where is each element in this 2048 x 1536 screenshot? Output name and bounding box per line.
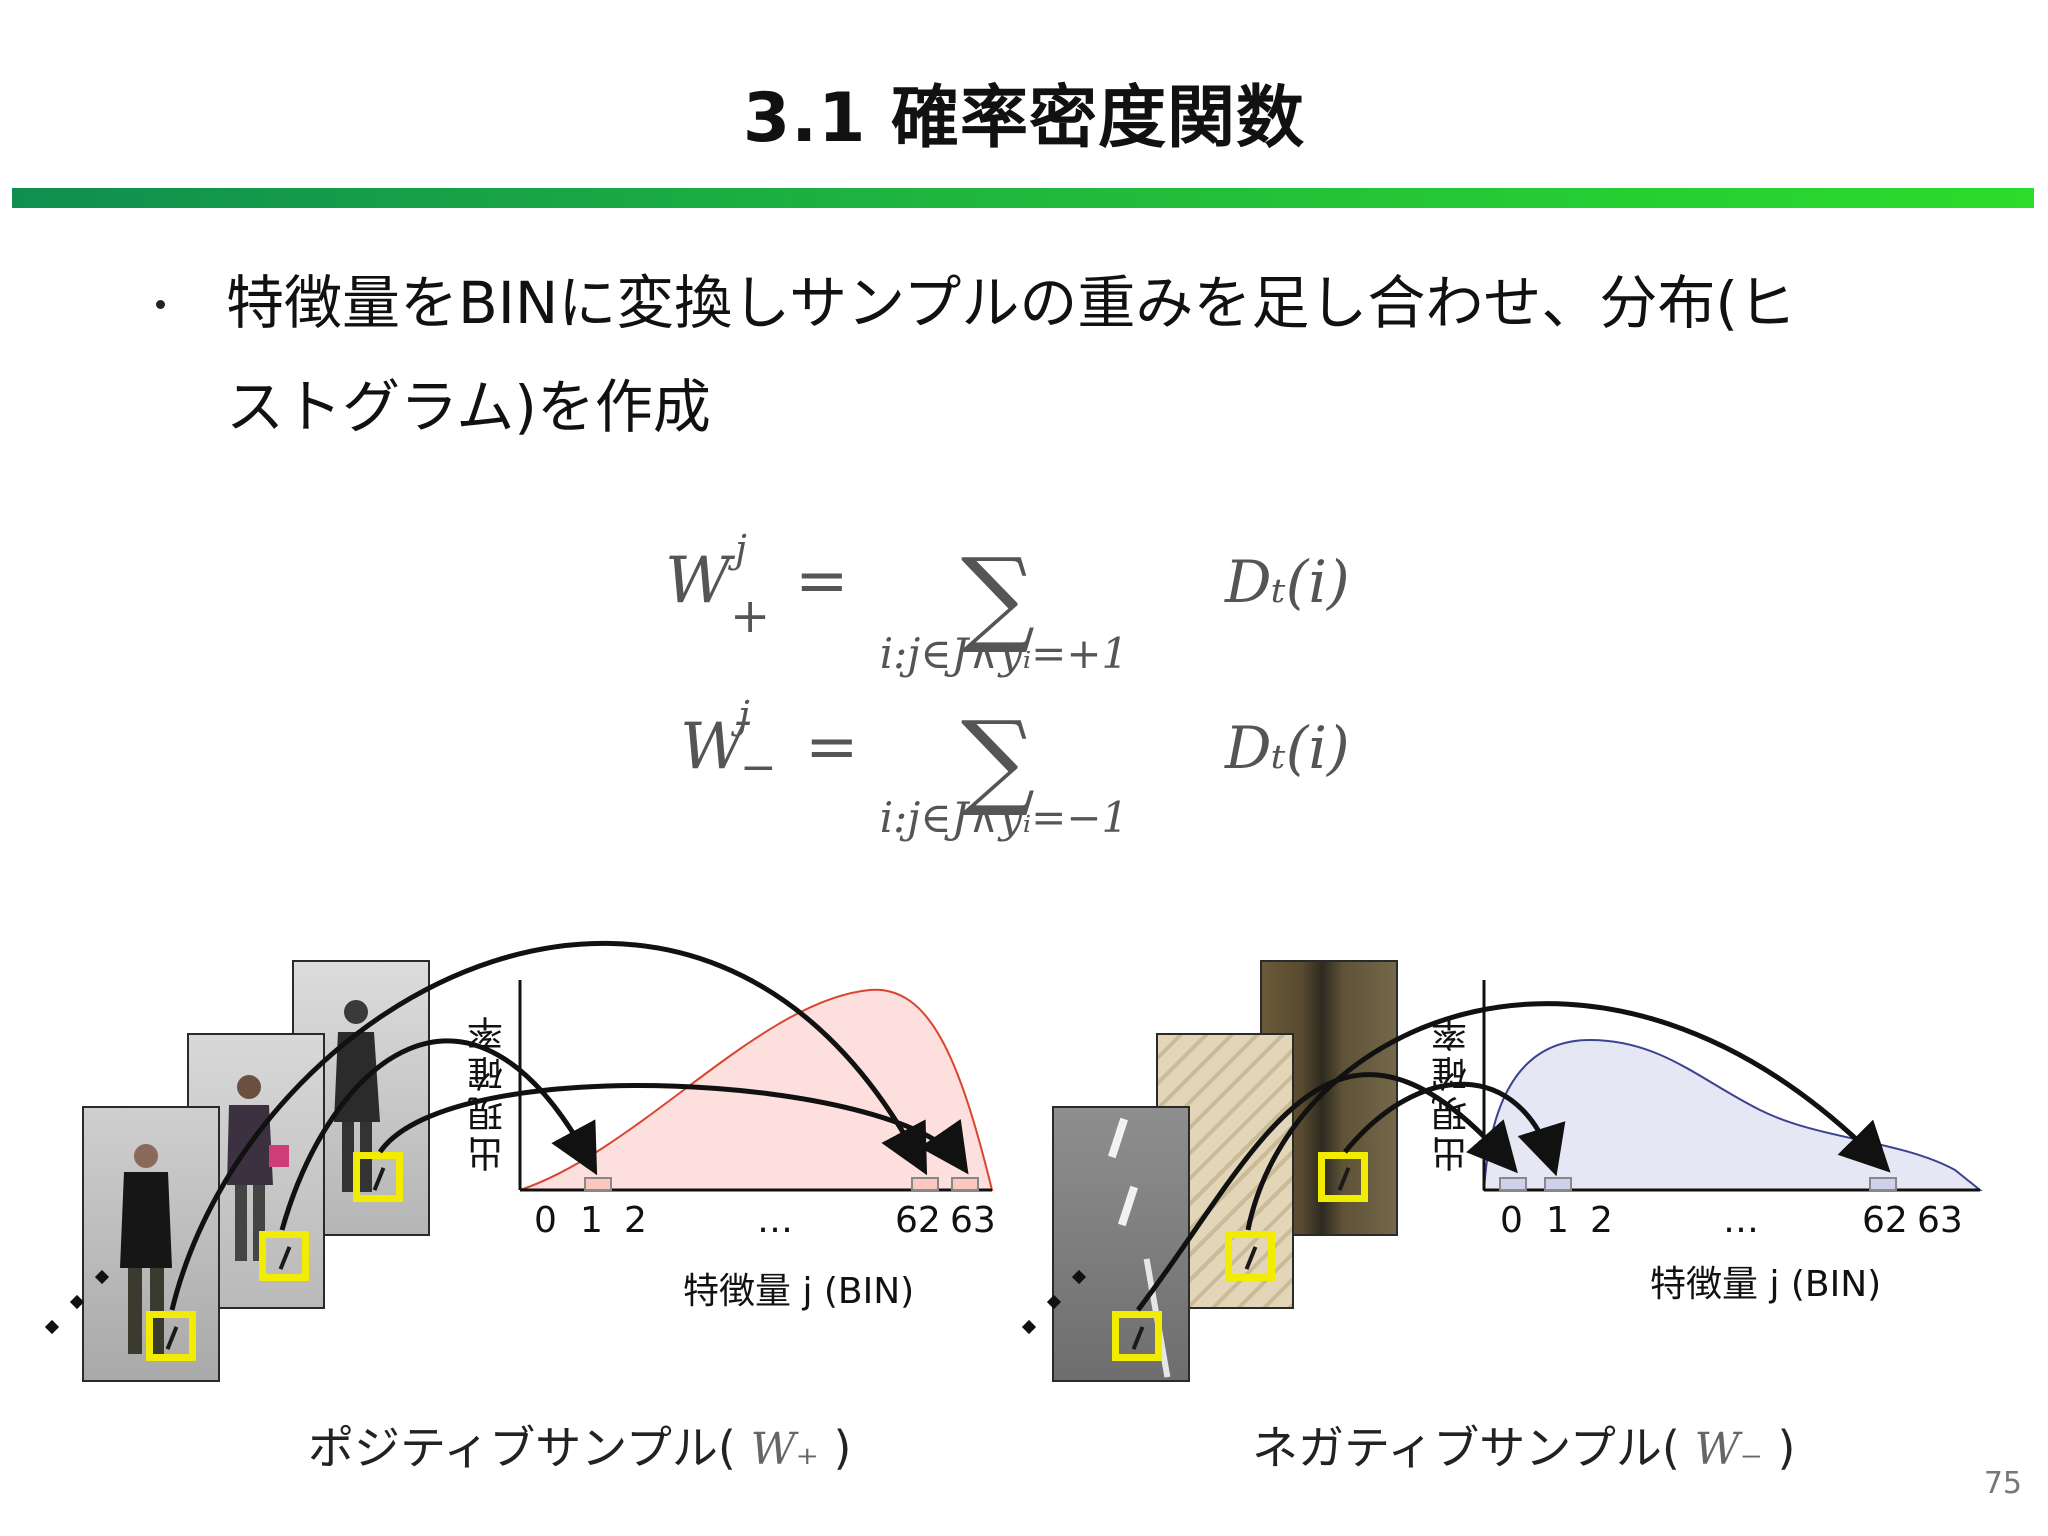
positive-caption-close: )	[833, 1421, 852, 1475]
formula-equals: =	[805, 710, 859, 784]
x-tick: 2	[1590, 1200, 1613, 1241]
feature-box	[1112, 1311, 1162, 1361]
bullet-text-line-1: 特徴量をBINに変換しサンプルの重みを足し合わせ、分布(ヒ	[226, 269, 1797, 337]
y-axis-label: 出現確率	[468, 1012, 509, 1172]
positive-histogram	[169, 940, 994, 1311]
bin-marker	[951, 1177, 979, 1191]
x-tick: 63	[1917, 1200, 1963, 1241]
formula-row-negative: W j − = ∑ i:j∈J∧yᵢ=−1 Dₜ(i)	[680, 693, 1350, 842]
stack-ellipsis-dot	[1021, 1319, 1037, 1335]
bin-marker	[911, 1177, 939, 1191]
x-tick: 62	[895, 1200, 941, 1241]
negative-caption: ネガティブサンプル( W₋ )	[1252, 1412, 1795, 1478]
x-axis-label: 特徴量 j (BIN)	[1650, 1264, 1882, 1305]
formula-sup: j	[728, 527, 747, 571]
bin-marker	[1869, 1177, 1897, 1191]
feature-box	[146, 1311, 196, 1361]
formula-sigma: ∑	[961, 698, 1035, 820]
x-tick: 0	[534, 1200, 557, 1241]
mapping-arrow	[1136, 1072, 1518, 1312]
x-tick: 62	[1862, 1200, 1908, 1241]
negative-caption-text: ネガティブサンプル(	[1252, 1421, 1680, 1475]
formula-block: W j + = ∑ i:j∈J∧yᵢ=+1 Dₜ(i) W j − = ∑ i:…	[665, 527, 1350, 842]
negative-histogram	[1136, 980, 1983, 1312]
bullet-text-line-2: ストグラム)を作成	[226, 373, 711, 441]
formula-equals: =	[795, 544, 849, 618]
stack-ellipsis-dot	[44, 1319, 60, 1335]
x-axis-label: 特徴量 j (BIN)	[683, 1271, 915, 1312]
x-tick: 1	[1546, 1200, 1569, 1241]
x-tick: …	[757, 1200, 793, 1241]
mapping-arrow	[1343, 1081, 1566, 1177]
formula-lhs: W	[680, 710, 751, 784]
feature-box	[1318, 1152, 1368, 1202]
negative-caption-symbol: W₋	[1694, 1424, 1763, 1475]
mapping-arrow	[377, 1083, 969, 1175]
bullet-dot	[156, 300, 165, 309]
y-axis-label: 出現確率	[1432, 1012, 1473, 1172]
formula-row-positive: W j + = ∑ i:j∈J∧yᵢ=+1 Dₜ(i)	[665, 527, 1350, 678]
feature-box	[259, 1231, 309, 1281]
bin-marker	[1544, 1177, 1572, 1191]
formula-sigma: ∑	[961, 535, 1035, 657]
x-tick: 0	[1500, 1200, 1523, 1241]
formula-sum-index: i:j∈J∧yᵢ=−1	[880, 793, 1129, 842]
x-tick: 63	[950, 1200, 996, 1241]
positive-caption-symbol: W₊	[750, 1424, 819, 1475]
formula-lhs: W	[665, 544, 736, 618]
slide-title: 3.1 確率密度関数	[742, 79, 1306, 158]
mapping-arrow	[1245, 1001, 1891, 1231]
positive-caption: ポジティブサンプル( W₊ )	[308, 1412, 851, 1478]
positive-caption-text: ポジティブサンプル(	[308, 1421, 736, 1475]
formula-sub: +	[730, 588, 770, 644]
negative-caption-close: )	[1777, 1421, 1796, 1475]
page-number: 75	[1983, 1466, 2022, 1501]
title-rule	[12, 188, 2034, 208]
formula-sub: −	[740, 742, 777, 793]
feature-box	[1225, 1231, 1275, 1281]
feature-box	[353, 1152, 403, 1202]
x-tick: …	[1723, 1200, 1759, 1241]
formula-sum-index: i:j∈J∧yᵢ=+1	[880, 629, 1129, 678]
bin-marker	[584, 1177, 612, 1191]
x-tick: 1	[580, 1200, 603, 1241]
mapping-arrow	[169, 940, 928, 1311]
formula-rhs: Dₜ(i)	[1224, 714, 1350, 782]
formula-rhs: Dₜ(i)	[1224, 548, 1350, 616]
x-tick: 2	[624, 1200, 647, 1241]
bin-marker	[1499, 1177, 1527, 1191]
negative-distribution-fill	[1482, 1038, 1983, 1191]
